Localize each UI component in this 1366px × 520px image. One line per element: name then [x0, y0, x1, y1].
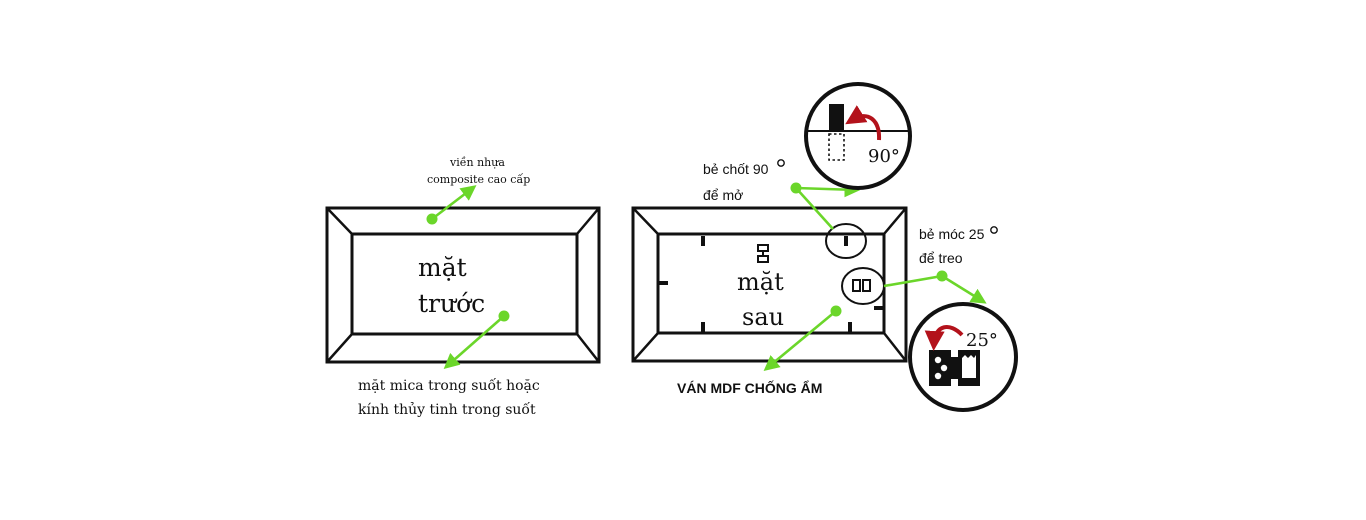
surface-callout-line1: mặt mica trong suốt hoặc	[358, 377, 540, 394]
surface-callout-dot	[498, 310, 510, 322]
latch-detail-icon: 90°	[804, 82, 912, 190]
rotate-arrow-icon	[924, 325, 964, 351]
back-bevel-bl	[632, 332, 659, 362]
hanger-icon	[757, 244, 769, 263]
board-callout-label: VÁN MDF CHỐNG ẨM	[677, 379, 822, 396]
hook-detail-arrow	[941, 274, 987, 304]
board-callout-arrow	[763, 309, 837, 371]
latch-callout-line2: để mở	[703, 187, 743, 203]
latch-pointer-line	[795, 187, 834, 230]
latch-tab	[701, 322, 705, 332]
hook-callout-line1: bẻ móc 25	[919, 226, 985, 242]
front-frame-outer	[325, 206, 601, 364]
rotate-arrow-icon	[845, 105, 882, 141]
latch-tab	[844, 236, 848, 246]
front-bevel-bl	[326, 333, 353, 363]
back-bevel-tr	[883, 207, 907, 235]
back-bevel-br	[883, 332, 907, 362]
degree-icon	[777, 159, 785, 167]
border-callout-arrow	[431, 185, 477, 221]
hook-callout-line2: để treo	[919, 250, 963, 266]
surface-callout-line2: kính thủy tinh trong suốt	[358, 401, 536, 418]
latch-tab	[848, 322, 852, 332]
latch-detail-arrow	[795, 181, 861, 198]
board-callout-dot	[830, 305, 842, 317]
latch-angle-label: 90°	[868, 146, 900, 167]
front-bevel-tl	[326, 207, 353, 235]
hook-pointer-line	[883, 274, 943, 288]
back-bevel-tl	[632, 207, 659, 235]
border-callout-line1: viền nhựa	[449, 156, 505, 169]
front-frame-inner	[350, 232, 579, 336]
surface-callout-arrow	[443, 315, 505, 370]
latch-tab	[701, 236, 705, 246]
border-callout-line2: composite cao cấp	[427, 173, 530, 186]
latch-highlight-circle	[825, 223, 867, 259]
front-bevel-br	[576, 333, 600, 363]
latch-tabs	[659, 236, 883, 332]
hook-mini-icon	[852, 279, 871, 292]
front-label-line1: mặt	[418, 253, 467, 282]
border-callout-dot	[426, 213, 438, 225]
hook-detail-icon: 25°	[908, 302, 1018, 412]
latch-tab	[874, 306, 883, 310]
hook-angle-label: 25°	[966, 330, 998, 351]
front-bevel-tr	[576, 207, 600, 235]
back-label-line2: sau	[742, 303, 784, 331]
front-label-line2: trước	[418, 289, 485, 318]
latch-callout-line1: bẻ chốt 90	[703, 161, 769, 177]
back-label-line1: mặt	[737, 268, 784, 296]
front-panel	[325, 206, 601, 364]
degree-icon	[990, 226, 998, 234]
latch-tab	[659, 281, 668, 285]
